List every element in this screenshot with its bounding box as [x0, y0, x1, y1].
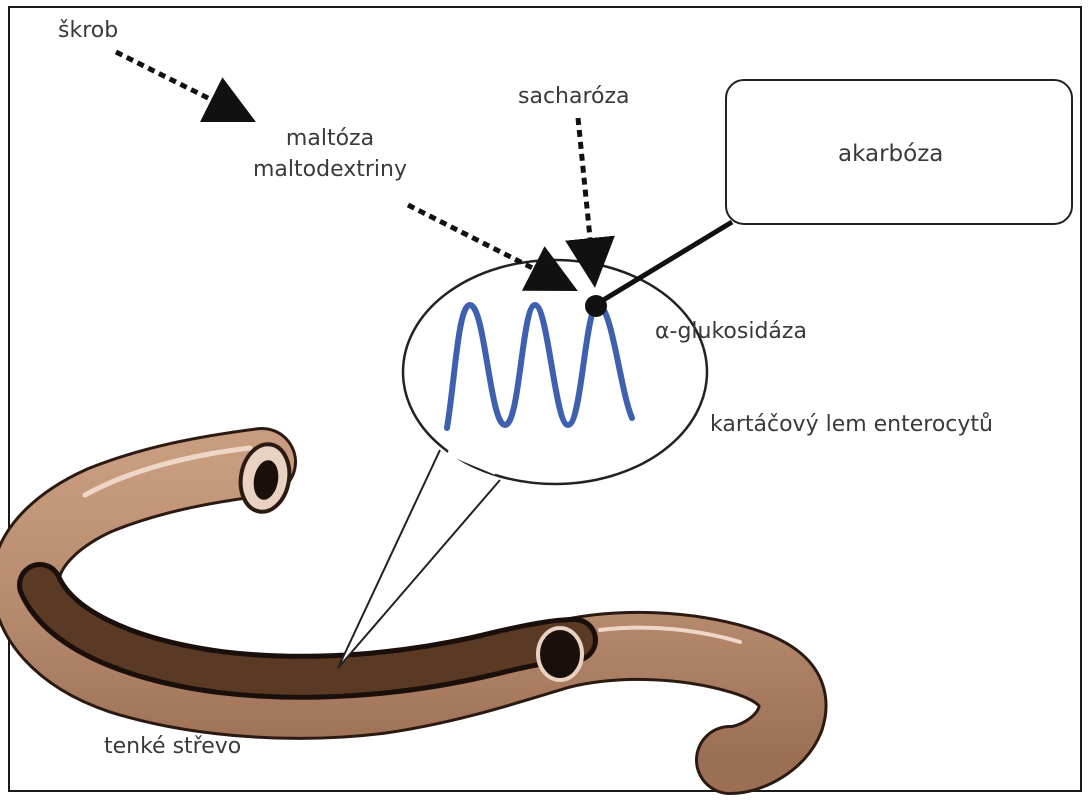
label-skrob: škrob — [58, 18, 119, 43]
inhibition-line — [598, 219, 734, 305]
label-kartacovy-lem: kartáčový lem enterocytů — [710, 412, 993, 437]
small-intestine — [0, 427, 828, 795]
label-maltoza: maltóza — [285, 126, 375, 151]
intestine-highlight-2 — [598, 625, 742, 644]
intestine-highlight — [82, 445, 253, 498]
intestine-tube-wall — [0, 430, 825, 792]
label-maltodextriny: maltodextriny — [253, 157, 407, 182]
arrow-maltoza — [406, 202, 578, 292]
callout-pointer — [337, 449, 501, 669]
label-alpha-glukosidaza: α-glukosidáza — [655, 319, 807, 344]
arrow-sacharoza — [565, 117, 615, 288]
label-akarboza: akarbóza — [838, 141, 944, 167]
label-tenke-strevo: tenké střevo — [104, 734, 242, 759]
intestine-cut-end — [536, 626, 584, 682]
arrow-skrob — [114, 49, 256, 122]
akarboza-box — [725, 79, 1073, 225]
arrows — [114, 49, 734, 305]
intestine-lumen-inner — [253, 460, 279, 500]
intestine-contents — [22, 567, 593, 695]
zoom-callout — [337, 258, 709, 669]
label-sacharoza: sacharóza — [518, 84, 630, 109]
